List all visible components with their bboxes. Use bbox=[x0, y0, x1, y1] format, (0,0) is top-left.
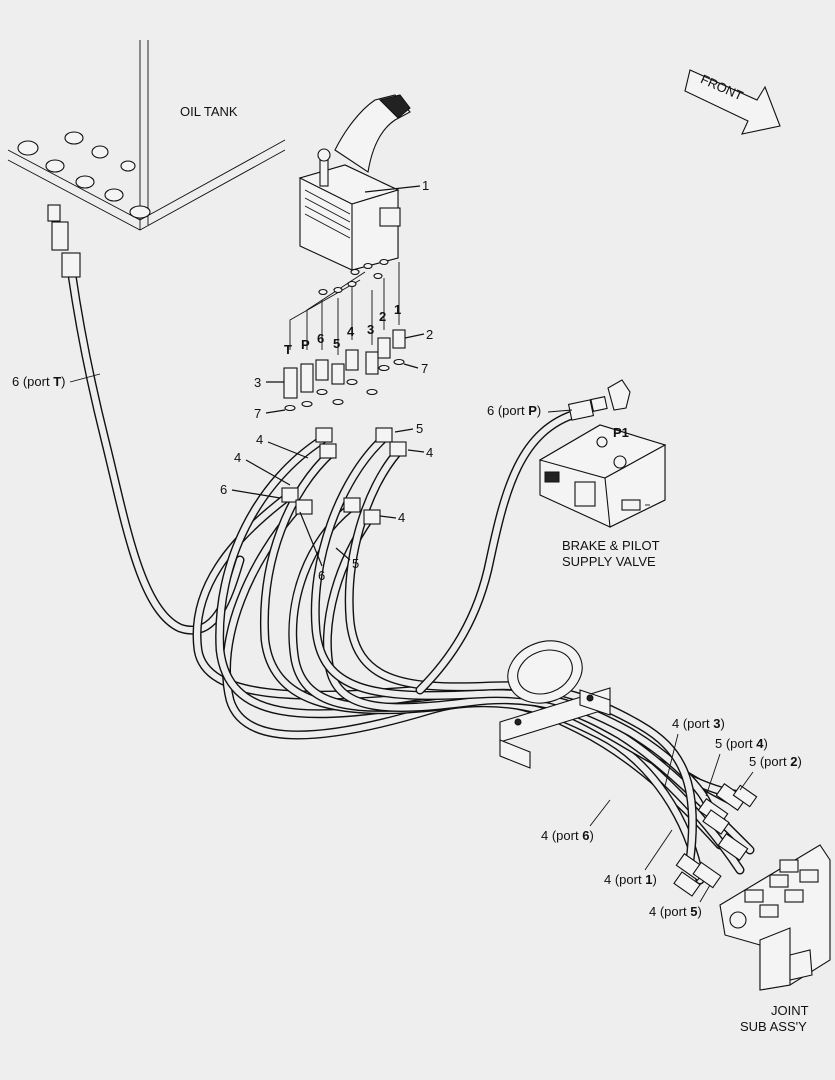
oil-tank-label: OIL TANK bbox=[180, 104, 238, 119]
callout-1-joystick: 1 bbox=[422, 178, 429, 193]
port-letter-6: 6 bbox=[317, 331, 324, 346]
joint-sub-assembly: JOINT SUB ASS'Y bbox=[719, 844, 831, 1034]
hose-label-port-2: 5 (port 2) bbox=[749, 754, 802, 769]
hose-clamp-bracket bbox=[499, 640, 611, 769]
brake-pilot-supply-valve: P1 BRAKE & PILOT SUPPLY VALVE bbox=[538, 424, 667, 569]
hose-label-port-p: 6 (port P) bbox=[487, 403, 541, 418]
callout-4-hose-c: 4 bbox=[426, 445, 433, 460]
callout-4-hose-b: 4 bbox=[234, 450, 241, 465]
valve-label-line1: BRAKE & PILOT bbox=[562, 538, 660, 553]
callout-5-hose-a: 5 bbox=[416, 421, 423, 436]
pilot-hose-bundle: 4 4 6 5 4 4 5 6 bbox=[192, 421, 755, 885]
pilot-joystick: 1 bbox=[298, 94, 429, 271]
oil-tank: OIL TANK bbox=[7, 40, 286, 231]
joint-hose-labels: 4 (port 3) 5 (port 4) 5 (port 2) 4 (port… bbox=[541, 716, 802, 919]
callout-7-oring-right: 7 bbox=[421, 361, 428, 376]
front-arrow: FRONT bbox=[684, 69, 781, 135]
port-letter-3: 3 bbox=[367, 322, 374, 337]
callout-4-hose-d: 4 bbox=[398, 510, 405, 525]
callout-4-hose-a: 4 bbox=[256, 432, 263, 447]
tank-bolts bbox=[17, 131, 151, 219]
valve-port-p1: P1 bbox=[613, 425, 629, 440]
hose-label-port-3: 4 (port 3) bbox=[672, 716, 725, 731]
hose-label-port-4: 5 (port 4) bbox=[715, 736, 768, 751]
callout-2-fitting: 2 bbox=[426, 327, 433, 342]
hose-port-t: 6 (port T) bbox=[12, 204, 245, 635]
port-letter-p: P bbox=[301, 337, 310, 352]
hose-label-port-5: 4 (port 5) bbox=[649, 904, 702, 919]
port-letter-t: T bbox=[284, 342, 292, 357]
callout-3-fitting: 3 bbox=[254, 375, 261, 390]
joystick-port-fittings: T P 6 5 4 3 2 1 2 3 7 7 bbox=[254, 258, 433, 421]
hose-port-p: 6 (port P) bbox=[415, 379, 631, 695]
joint-label-line1: JOINT bbox=[771, 1003, 809, 1018]
hose-label-port-6: 4 (port 6) bbox=[541, 828, 594, 843]
hose-label-port-1: 4 (port 1) bbox=[604, 872, 657, 887]
joint-hose-fittings bbox=[673, 783, 758, 897]
joint-label-line2: SUB ASS'Y bbox=[740, 1019, 807, 1034]
hose-label-port-t: 6 (port T) bbox=[12, 374, 66, 389]
port-letter-5: 5 bbox=[333, 336, 340, 351]
callout-6-hose-b: 6 bbox=[318, 568, 325, 583]
valve-label-line2: SUPPLY VALVE bbox=[562, 554, 656, 569]
callout-6-hose-a: 6 bbox=[220, 482, 227, 497]
port-letter-2: 2 bbox=[379, 309, 386, 324]
port-letter-4: 4 bbox=[347, 324, 355, 339]
port-letter-1: 1 bbox=[394, 302, 401, 317]
callout-5-hose-b: 5 bbox=[352, 556, 359, 571]
callout-7-oring-left: 7 bbox=[254, 406, 261, 421]
